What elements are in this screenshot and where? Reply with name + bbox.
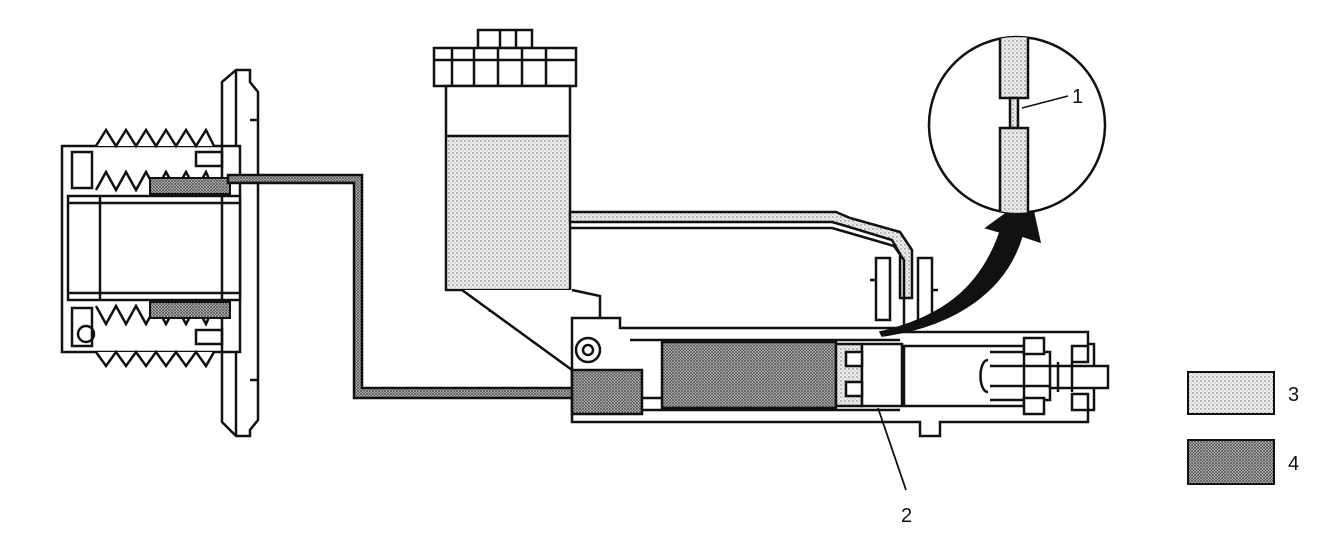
feed-line-outer	[570, 226, 906, 330]
clutch-slave-cylinder	[60, 68, 260, 438]
feed-fitting	[870, 256, 938, 322]
legend-swatch-light	[1187, 371, 1275, 415]
zoom-arrow	[878, 194, 1042, 337]
fluid-reservoir	[432, 28, 602, 382]
legend-swatch-dark	[1187, 439, 1275, 485]
master-cylinder	[570, 316, 1110, 438]
callout-2: 2	[901, 505, 912, 527]
zoom-detail-circle	[927, 35, 1107, 215]
callout-1: 1	[1072, 86, 1083, 108]
slave-chamber-fluid	[149, 177, 231, 319]
callout-2-leader	[877, 407, 907, 491]
callout-4: 4	[1288, 453, 1299, 475]
callout-3: 3	[1288, 384, 1299, 406]
reservoir-feed-line	[568, 210, 914, 300]
callout-1-leader	[1021, 95, 1069, 109]
